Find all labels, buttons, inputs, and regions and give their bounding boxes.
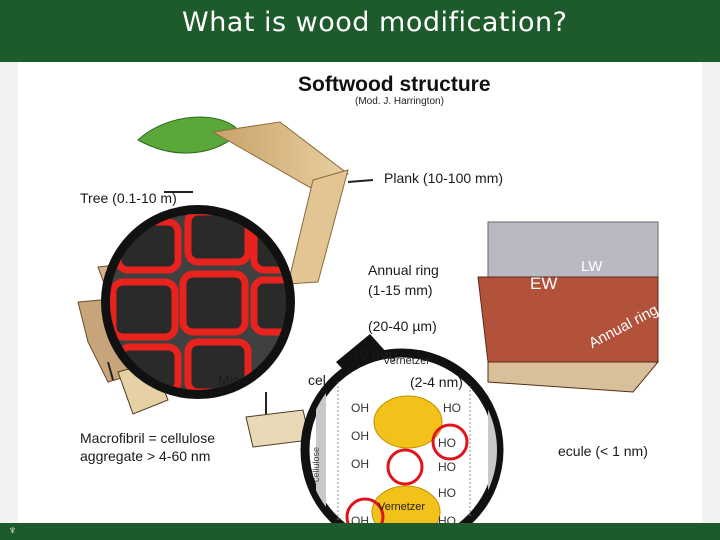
arrow-plank: [347, 179, 374, 183]
oh-label-3: OH: [351, 457, 369, 471]
cellulose-chain-label: cellulose: [311, 446, 321, 482]
highlight-ring-3: [345, 497, 385, 524]
plank-shape: [287, 169, 349, 285]
label-micro-fragment-cel: cel: [308, 372, 326, 388]
right-margin: [702, 62, 720, 524]
oh-label-2: OH: [351, 429, 369, 443]
label-latewood: LW: [581, 258, 603, 275]
label-macrofibril-1: Macrofibril = cellulose: [80, 430, 215, 446]
label-plank: Plank (10-100 mm): [384, 170, 504, 186]
ho-label-1: HO: [443, 401, 461, 415]
label-annual-ring: Annual ring: [368, 262, 439, 278]
label-molecule: ecule (< 1 nm): [558, 443, 648, 459]
slide-footer: ♆: [0, 523, 720, 540]
slide-header: What is wood modification?: [0, 0, 720, 62]
softwood-structure-diagram: Softwood structure (Mod. J. Harrington) …: [18, 62, 702, 528]
diagram-title: Softwood structure: [298, 73, 491, 96]
chemistry-detail: [316, 357, 497, 524]
slide-title: What is wood modification?: [182, 7, 568, 38]
agent-1-label: Vernetzer: [383, 355, 431, 367]
diagram-subtitle: (Mod. J. Harrington): [355, 96, 444, 107]
ho-label-3: HO: [438, 460, 456, 474]
label-cell-size: (20-40 µm): [368, 318, 437, 334]
highlight-ring-1: [431, 423, 469, 461]
cell-tissue-top: [487, 221, 659, 278]
highlight-ring-2: [386, 448, 424, 486]
agent-2-label: Vernetzer: [378, 501, 426, 513]
label-annual-ring-size: (1-15 mm): [368, 282, 433, 298]
microfibril-bundle: [245, 409, 311, 448]
label-earlywood: EW: [530, 274, 558, 293]
oh-label-1: OH: [351, 401, 369, 415]
label-wall-size: -10 µm): [348, 346, 397, 362]
left-margin: [0, 62, 18, 524]
agent-ellipse-1: [373, 395, 443, 449]
ho-label-4: HO: [438, 486, 456, 500]
cell-tissue-side: [487, 361, 660, 393]
ho-label-2: HO: [438, 436, 456, 450]
logo-icon: ♆: [8, 523, 17, 537]
label-micro-size: (2-4 nm): [410, 374, 463, 390]
arrow-macro: [107, 361, 114, 381]
label-micro-fragment: Mic: [218, 372, 240, 388]
label-macrofibril-2: aggregate > 4-60 nm: [80, 448, 211, 464]
diagram-graphics: [77, 116, 660, 524]
agent-ellipse-2: [371, 485, 441, 524]
label-tree: Tree (0.1-10 m): [80, 190, 177, 206]
